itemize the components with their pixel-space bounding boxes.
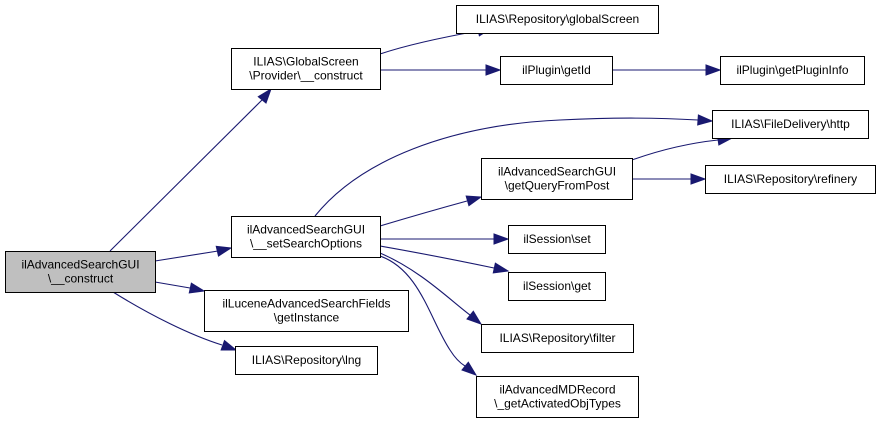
node-box [5, 251, 156, 293]
node-repo-filter[interactable]: ILIAS\Repository\filter [481, 324, 634, 353]
node-box [705, 165, 876, 194]
edge-root-to-lucene_getinstance [154, 281, 206, 294]
node-box [231, 216, 381, 258]
arrowhead-icon [485, 64, 502, 76]
edge-setsearchoptions-to-getqueryfrompost [379, 195, 483, 227]
node-label: ilSession\set [523, 232, 591, 246]
arrowhead-icon [492, 262, 510, 274]
edge-getqueryfrompost-to-repo_refinery [632, 173, 707, 185]
edge-line [379, 30, 479, 55]
node-gs-provider[interactable]: ILIAS\GlobalScreen\Provider\__construct [231, 48, 381, 90]
node-label: \getQueryFromPost [505, 179, 610, 193]
arrowhead-icon [215, 245, 233, 257]
edge-line [379, 245, 495, 269]
arrowhead-icon [466, 310, 483, 325]
node-plugin-getinfo[interactable]: ilPlugin\getPluginInfo [720, 56, 865, 85]
node-box [231, 48, 381, 90]
edge-setsearchoptions-to-admdrecord [379, 255, 478, 376]
arrowhead-icon [257, 87, 272, 104]
node-lucene-getinstance[interactable]: ilLuceneAdvancedSearchFields\getInstance [204, 290, 409, 332]
arrowhead-icon [705, 64, 722, 76]
node-box [456, 5, 659, 34]
node-box [500, 56, 613, 85]
node-label: ILIAS\Repository\lng [252, 353, 361, 367]
edge-line [154, 250, 219, 262]
edge-setsearchoptions-to-session_get [379, 245, 510, 274]
node-label: \__construct [48, 272, 114, 286]
node-label: \getInstance [274, 311, 340, 325]
node-label: ILIAS\Repository\globalScreen [476, 12, 639, 26]
edge-gs_provider-to-plugin_getid [380, 64, 502, 76]
node-repo-lng[interactable]: ILIAS\Repository\lng [235, 346, 378, 375]
node-repo-globalscreen[interactable]: ILIAS\Repository\globalScreen [456, 5, 659, 34]
arrowhead-icon [220, 339, 238, 351]
edges-layer [109, 25, 734, 376]
node-label: ILIAS\Repository\refinery [724, 172, 857, 186]
node-label: ILIAS\Repository\filter [499, 331, 615, 345]
edge-line [379, 252, 471, 316]
nodes-layer: ilAdvancedSearchGUI\__constructILIAS\Glo… [5, 5, 876, 418]
node-box [235, 346, 378, 375]
edge-setsearchoptions-to-session_set [380, 233, 510, 245]
edge-root-to-setsearchoptions [154, 245, 233, 262]
edge-line [154, 281, 191, 289]
node-plugin-getid[interactable]: ilPlugin\getId [500, 56, 613, 85]
node-box [712, 110, 869, 139]
node-filedelivery-http[interactable]: ILIAS\FileDelivery\http [712, 110, 869, 139]
arrowhead-icon [465, 195, 483, 207]
node-admdrecord[interactable]: ilAdvancedMDRecord\_getActivatedObjTypes [476, 376, 639, 418]
node-label: ilAdvancedSearchGUI [21, 258, 139, 272]
node-box [508, 272, 606, 301]
edge-line [379, 200, 468, 227]
edge-line [379, 255, 466, 367]
node-box [481, 324, 634, 353]
node-label: ilPlugin\getId [522, 63, 591, 77]
node-repo-refinery[interactable]: ILIAS\Repository\refinery [705, 165, 876, 194]
node-label: ilAdvancedMDRecord [499, 383, 615, 397]
node-label: \__setSearchOptions [250, 237, 362, 251]
node-label: ILIAS\GlobalScreen [253, 55, 358, 69]
node-label: \_getActivatedObjTypes [494, 397, 621, 411]
edge-setsearchoptions-to-repo_filter [379, 252, 483, 325]
arrowhead-icon [461, 361, 478, 376]
arrowhead-icon [188, 282, 206, 294]
node-box [476, 376, 639, 418]
node-setsearchoptions[interactable]: ilAdvancedSearchGUI\__setSearchOptions [231, 216, 381, 258]
arrowhead-icon [697, 114, 714, 126]
node-label: ilAdvancedSearchGUI [247, 223, 365, 237]
edge-plugin_getid-to-plugin_getinfo [612, 64, 722, 76]
node-box [204, 290, 409, 332]
edge-line [112, 291, 223, 346]
arrowhead-icon [493, 233, 510, 245]
edge-line [314, 117, 699, 217]
node-label: ilSession\get [523, 279, 592, 293]
node-label: ILIAS\FileDelivery\http [731, 117, 850, 131]
edge-root-to-repo_lng [112, 291, 238, 351]
node-session-get[interactable]: ilSession\get [508, 272, 606, 301]
node-label: \Provider\__construct [249, 69, 363, 83]
edge-line [631, 139, 719, 161]
node-label: ilAdvancedSearchGUI [498, 165, 616, 179]
node-label: ilPlugin\getPluginInfo [736, 63, 848, 77]
node-label: ilLuceneAdvancedSearchFields [222, 297, 390, 311]
edge-setsearchoptions-to-filedelivery_http [314, 114, 714, 217]
node-box [720, 56, 865, 85]
node-getqueryfrompost[interactable]: ilAdvancedSearchGUI\getQueryFromPost [481, 158, 633, 200]
edge-line [109, 99, 263, 252]
node-box [508, 225, 606, 254]
node-root[interactable]: ilAdvancedSearchGUI\__construct [5, 251, 156, 293]
edge-root-to-gs_provider [109, 87, 272, 252]
arrowhead-icon [690, 173, 707, 185]
node-box [481, 158, 633, 200]
node-session-set[interactable]: ilSession\set [508, 225, 606, 254]
